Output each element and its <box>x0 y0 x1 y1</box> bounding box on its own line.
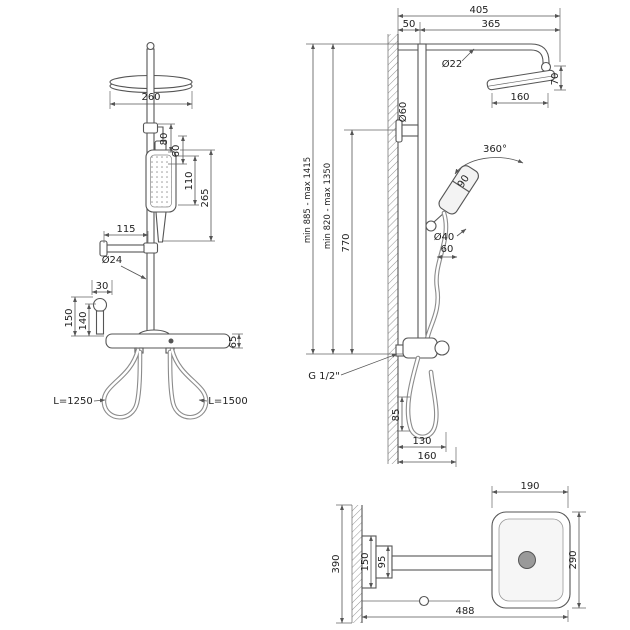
dim-405-label: 405 <box>469 5 488 16</box>
front-view: 260 80 60 110 265 115 Ø24 30 150 <box>53 41 248 420</box>
dim-hose-dia-label: Ø40 <box>434 231 455 243</box>
hose-loop-side <box>405 355 439 440</box>
dim-50-label: 50 <box>403 19 416 30</box>
dim-70-label: 70 <box>550 73 561 86</box>
shelf-plan <box>491 511 571 609</box>
hand-shower-side <box>425 165 479 232</box>
top-dimensions: 190 290 390 150 95 488 <box>331 481 586 624</box>
dim-150b-label: 150 <box>360 552 371 571</box>
top-view: 190 290 390 150 95 488 <box>331 481 586 624</box>
hose-left-length-label: L=1250 <box>53 396 92 407</box>
dim-770-label: 770 <box>341 233 352 252</box>
pipe-finial <box>146 41 155 51</box>
dim-range-inner-label: min 820 - max 1350 <box>323 163 333 249</box>
dim-190-label: 190 <box>520 481 539 492</box>
dim-365-label: 365 <box>481 19 500 30</box>
dim-488-label: 488 <box>455 606 474 617</box>
rain-head-side <box>486 69 556 91</box>
dim-115-label: 115 <box>116 224 135 235</box>
dim-130-label: 130 <box>412 436 431 447</box>
dim-60-label: 60 <box>171 145 182 158</box>
front-dimensions: 260 80 60 110 265 115 Ø24 30 150 <box>53 91 248 407</box>
dim-bracket-dia-label: Ø60 <box>397 102 409 123</box>
shower-hose-right <box>167 347 209 420</box>
outlet-plan <box>362 595 470 607</box>
spray-face <box>150 154 172 208</box>
rotation-360-label: 360° <box>483 144 507 155</box>
dim-pipe-dia-label: Ø24 <box>102 254 123 266</box>
shelf-arm-plan <box>391 555 493 571</box>
wall-bracket-side <box>395 119 419 143</box>
hose-right-length-label: L=1500 <box>208 396 247 407</box>
dim-head-width-label: 260 <box>141 92 160 103</box>
dim-290-label: 290 <box>568 550 579 569</box>
riser-pipe-side <box>417 43 427 355</box>
thread-size-label: G 1/2" <box>308 371 340 382</box>
supply-fitting <box>92 297 108 335</box>
mixer-knob-plan <box>518 551 536 569</box>
dim-160-label: 160 <box>417 451 436 462</box>
dim-110-label: 110 <box>184 171 195 190</box>
lower-bracket-front <box>99 240 159 257</box>
mixer-knob-dot <box>168 338 174 344</box>
dim-150-label: 150 <box>64 308 75 327</box>
hand-shower-hose-side <box>424 210 449 343</box>
dim-head-160-label: 160 <box>510 92 529 103</box>
dim-85-label: 85 <box>391 409 402 422</box>
dim-range-outer-label: min 885 - max 1415 <box>303 157 313 243</box>
dim-80-label: 80 <box>159 133 170 146</box>
dim-60b-label: 60 <box>441 244 454 255</box>
hand-shower-front <box>142 122 177 243</box>
mixer-side <box>395 337 450 359</box>
shower-hose-left <box>101 347 143 420</box>
dim-140-label: 140 <box>78 311 89 330</box>
dim-390-label: 390 <box>331 554 342 573</box>
side-view: 405 50 365 Ø22 70 160 Ø60 360° 90 Ø40 60… <box>303 5 566 467</box>
wall-section <box>387 34 399 464</box>
dim-265-label: 265 <box>200 188 211 207</box>
side-dimensions: 405 50 365 Ø22 70 160 Ø60 360° 90 Ø40 60… <box>303 5 566 467</box>
mixer-shelf-front <box>105 329 231 354</box>
dim-30-label: 30 <box>96 281 109 292</box>
dim-arm-dia-label: Ø22 <box>442 58 463 70</box>
dim-95-label: 95 <box>377 556 388 569</box>
dim-65-label: 65 <box>228 336 239 349</box>
